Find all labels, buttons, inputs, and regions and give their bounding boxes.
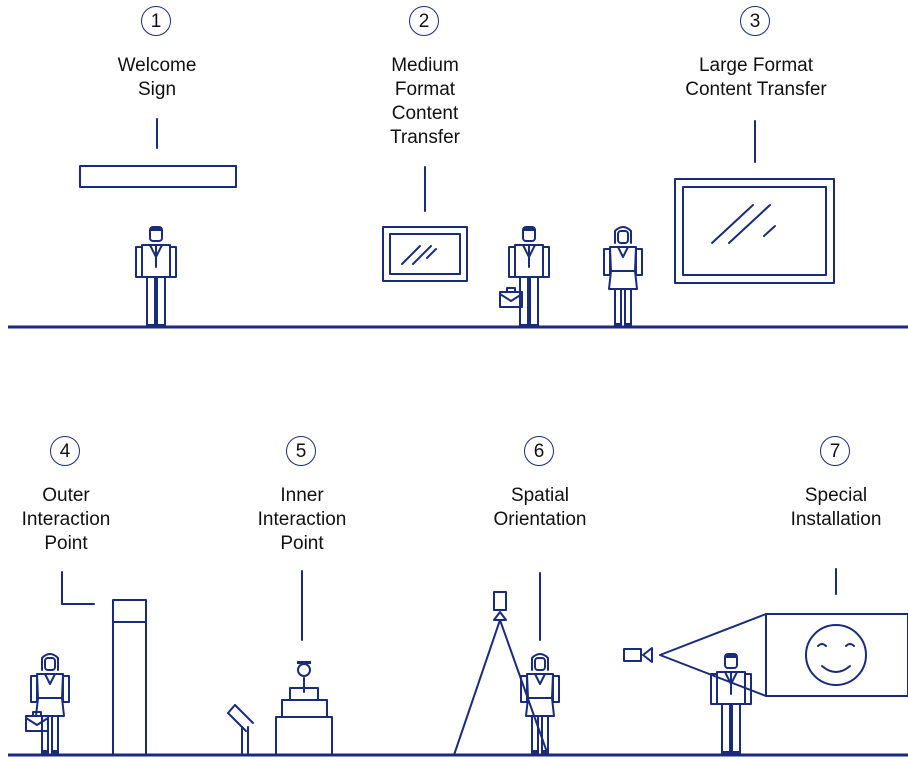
- label-line: Format: [394, 79, 456, 100]
- projector-icon: [453, 591, 549, 756]
- label-welcome-sign: Welcome Sign: [67, 54, 247, 102]
- person-with-briefcase-icon: [499, 226, 550, 329]
- special-installation-group: [623, 568, 908, 697]
- label-line: Spatial: [510, 485, 570, 506]
- label-line: Interaction: [257, 509, 347, 530]
- welcome-sign-group: [79, 118, 237, 188]
- label-large-format: Large Format Content Transfer: [666, 54, 846, 102]
- label-line: Welcome: [117, 55, 197, 76]
- person-icon: [520, 653, 560, 756]
- person-with-briefcase-icon: [25, 653, 70, 756]
- medium-display-icon: [382, 226, 468, 282]
- label-line: Sign: [137, 79, 177, 100]
- projector-camera-icon: [623, 647, 653, 663]
- label-line: Content: [391, 103, 459, 124]
- badge-7: 7: [820, 436, 850, 466]
- person-icon: [710, 653, 752, 756]
- welcome-sign-panel: [79, 165, 237, 188]
- inner-interaction-group: [227, 570, 333, 756]
- outer-pillar-icon: [112, 599, 147, 756]
- label-line: Medium: [391, 55, 459, 76]
- label-outer-interaction: Outer Interaction Point: [0, 484, 156, 556]
- medium-display-group: [382, 166, 468, 282]
- label-line: Large Format: [698, 55, 814, 76]
- smiley-icon: [805, 624, 867, 686]
- badge-2: 2: [409, 6, 439, 36]
- label-line: Orientation: [493, 509, 587, 530]
- person-icon: [135, 226, 177, 329]
- badge-3: 3: [740, 6, 770, 36]
- label-spatial-orientation: Spatial Orientation: [450, 484, 630, 532]
- badge-5: 5: [286, 436, 316, 466]
- badge-4: 4: [50, 436, 80, 466]
- label-line: Inner: [280, 485, 324, 506]
- label-line: Transfer: [389, 127, 461, 148]
- label-line: Point: [280, 533, 324, 554]
- badge-1: 1: [141, 6, 171, 36]
- label-line: Installation: [790, 509, 882, 530]
- label-line: Content Transfer: [685, 79, 827, 100]
- label-inner-interaction: Inner Interaction Point: [212, 484, 392, 556]
- person-icon: [603, 226, 643, 329]
- label-line: Outer: [42, 485, 90, 506]
- label-line: Interaction: [21, 509, 111, 530]
- label-medium-format: Medium Format Content Transfer: [335, 54, 515, 150]
- large-display-icon: [674, 178, 835, 284]
- label-line: Point: [44, 533, 88, 554]
- briefcase-icon: [499, 287, 523, 308]
- label-special-installation: Special Installation: [746, 484, 908, 532]
- kiosk-icon: [227, 661, 333, 756]
- badge-6: 6: [524, 436, 554, 466]
- large-display-group: [674, 120, 835, 284]
- label-line: Special: [804, 485, 868, 506]
- spatial-orientation-group: [453, 572, 549, 756]
- outer-interaction-group: [61, 571, 147, 756]
